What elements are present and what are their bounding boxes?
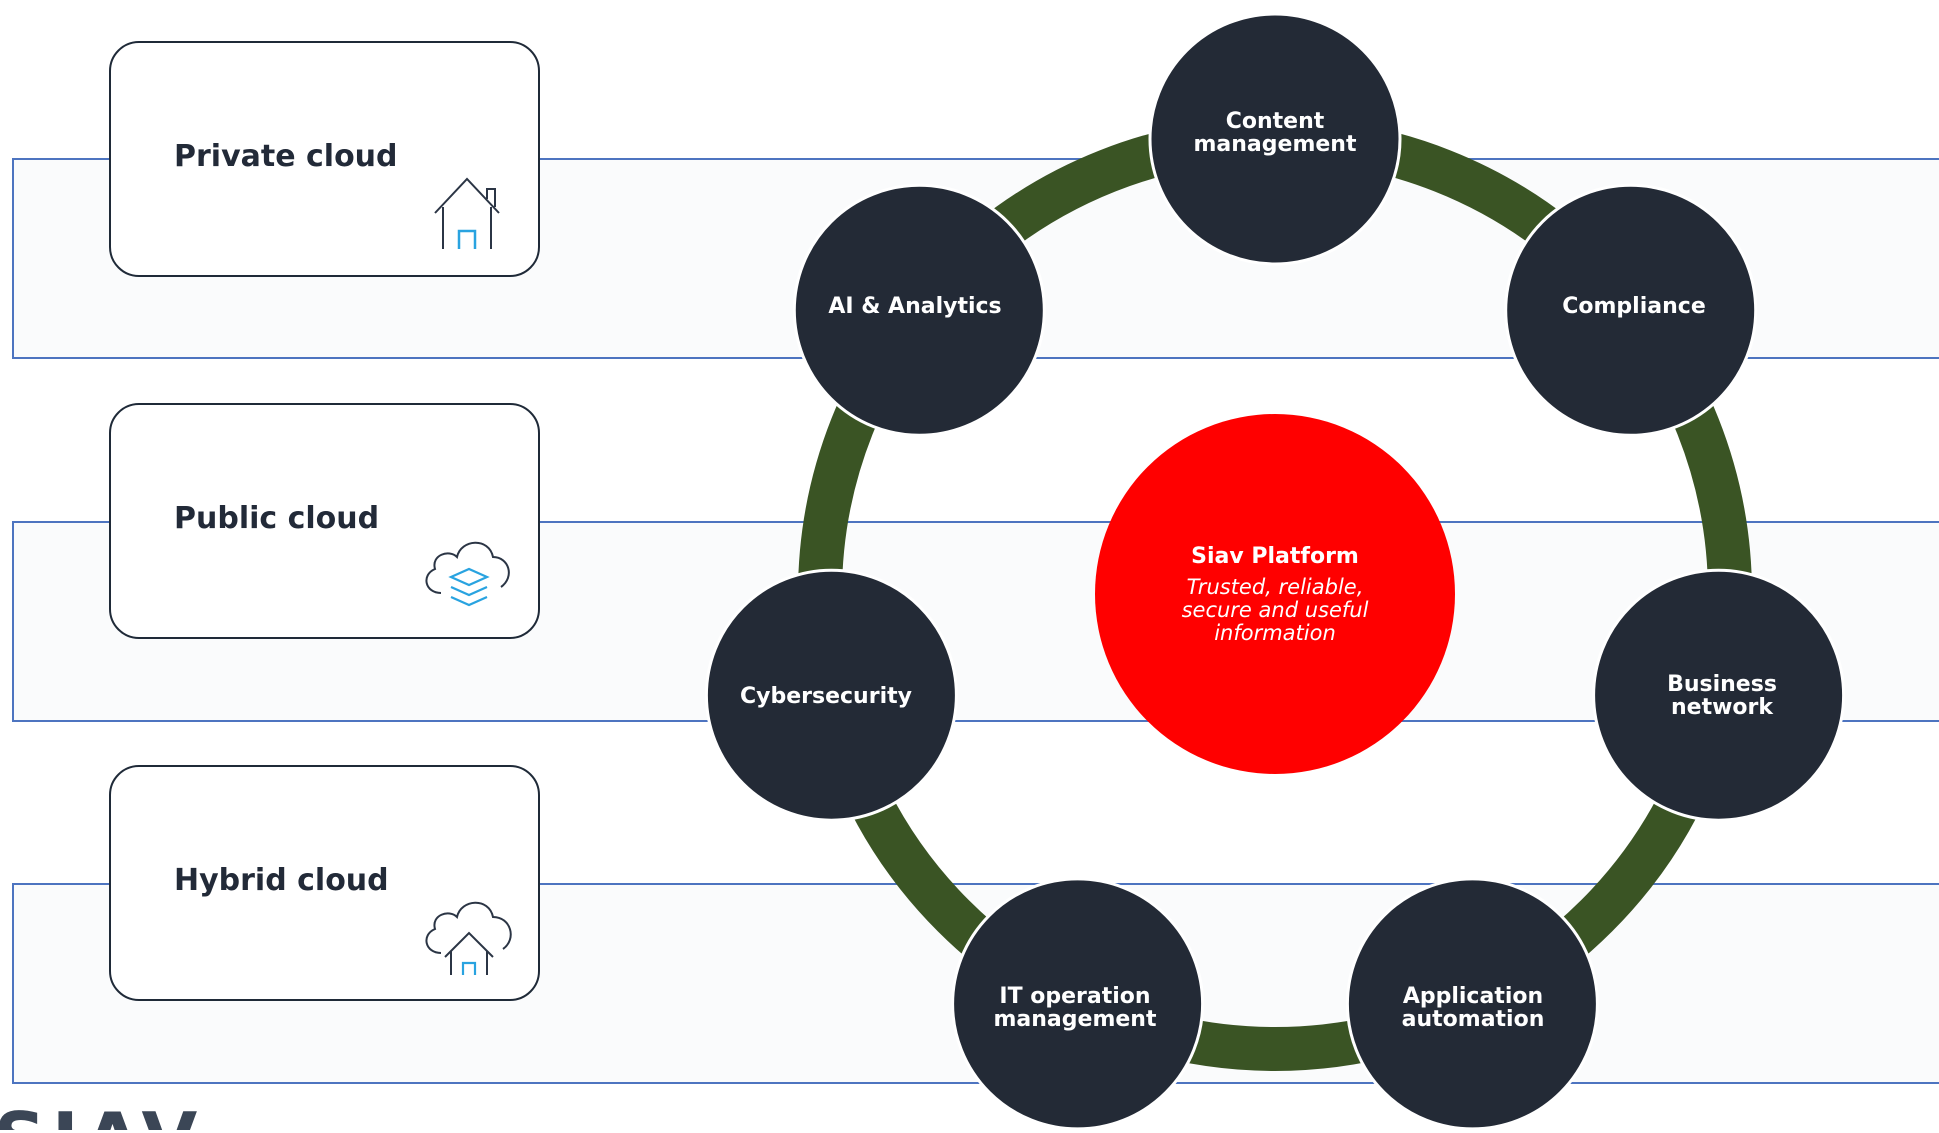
siav-logo: SIAV — [0, 1108, 250, 1130]
capability-node-circle — [951, 877, 1205, 1130]
capability-application-automation: Application automation — [1401, 984, 1545, 1032]
platform-center: Siav Platform Trusted, reliable, secure … — [1095, 414, 1455, 774]
capability-content-management: Content management — [1193, 109, 1357, 157]
public-cloud-label: Public cloud — [174, 501, 380, 536]
capability-cybersecurity: Cybersecurity — [740, 683, 912, 709]
platform-title: Siav Platform — [1191, 543, 1359, 569]
hybrid-cloud-label: Hybrid cloud — [174, 863, 389, 898]
card-hybrid-cloud: Hybrid cloud — [109, 765, 540, 1001]
capability-business-network: Business network — [1667, 672, 1777, 720]
capability-node-circle — [1345, 877, 1599, 1130]
capability-it-operation-management: IT operation management — [993, 984, 1157, 1032]
capability-ai-analytics: AI & Analytics — [828, 293, 1002, 319]
capability-node-circle — [1592, 568, 1846, 822]
card-public-cloud: Public cloud — [109, 403, 540, 639]
house-icon — [434, 177, 500, 249]
cloud-layers-icon — [425, 541, 510, 607]
capability-compliance: Compliance — [1562, 293, 1706, 319]
cloud-house-icon — [425, 901, 512, 975]
svg-text:SIAV: SIAV — [0, 1108, 203, 1130]
card-private-cloud: Private cloud — [109, 41, 540, 277]
capability-node-circle — [1504, 183, 1758, 437]
capability-node-circle — [1148, 12, 1402, 266]
platform-subtitle: Trusted, reliable, secure and useful inf… — [1181, 574, 1369, 645]
platform-center-circle — [1095, 414, 1455, 774]
capability-node-circle — [792, 183, 1046, 437]
private-cloud-label: Private cloud — [174, 139, 398, 174]
capability-node-circle — [704, 568, 958, 822]
